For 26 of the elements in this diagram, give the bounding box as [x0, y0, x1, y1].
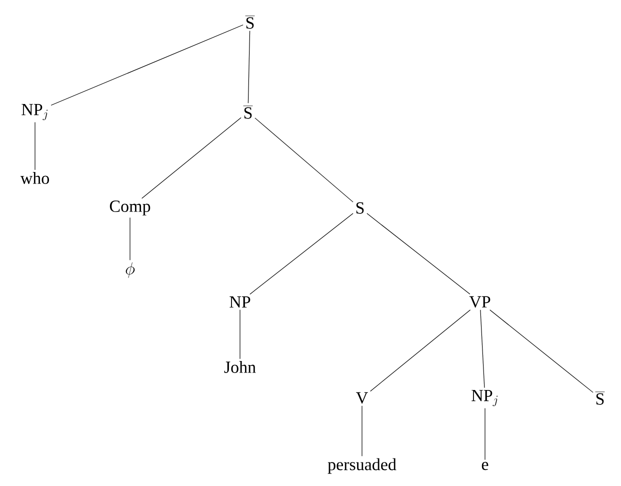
tree-label: V: [356, 392, 368, 404]
tree-label: NP: [230, 296, 250, 308]
tree-label: Comp: [110, 200, 150, 216]
tree-label: John: [224, 361, 256, 373]
branch-line: [366, 213, 470, 294]
tree-label: $\mathrm{NP}_j$: [22, 104, 48, 120]
tree-label: S: [356, 202, 364, 214]
branch-line: [250, 213, 354, 295]
branch-line: [34, 122, 36, 170]
tree-label: $\mathrm{NP}_j$: [472, 390, 498, 406]
tree-label: $\phi$: [126, 262, 135, 278]
branch-line: [480, 310, 485, 388]
tree-label: VP: [469, 296, 490, 308]
branch-line: [370, 310, 471, 392]
branch-line: [254, 118, 354, 202]
branch-line: [490, 310, 594, 393]
tree-label: e: [482, 462, 488, 470]
branch-line: [50, 24, 244, 106]
tree-label: persuaded: [328, 458, 396, 474]
tree-label: $\overline{\mathrm{S}}$: [595, 392, 605, 405]
tree-label: $\overline{\mathrm{S}}$: [243, 106, 253, 119]
branch-line: [142, 117, 242, 199]
tree-label: who: [20, 172, 49, 184]
tree-label: $\overline{\mathrm{S}}$: [245, 16, 255, 29]
branch-line: [484, 408, 486, 460]
branch-line: [248, 30, 250, 104]
